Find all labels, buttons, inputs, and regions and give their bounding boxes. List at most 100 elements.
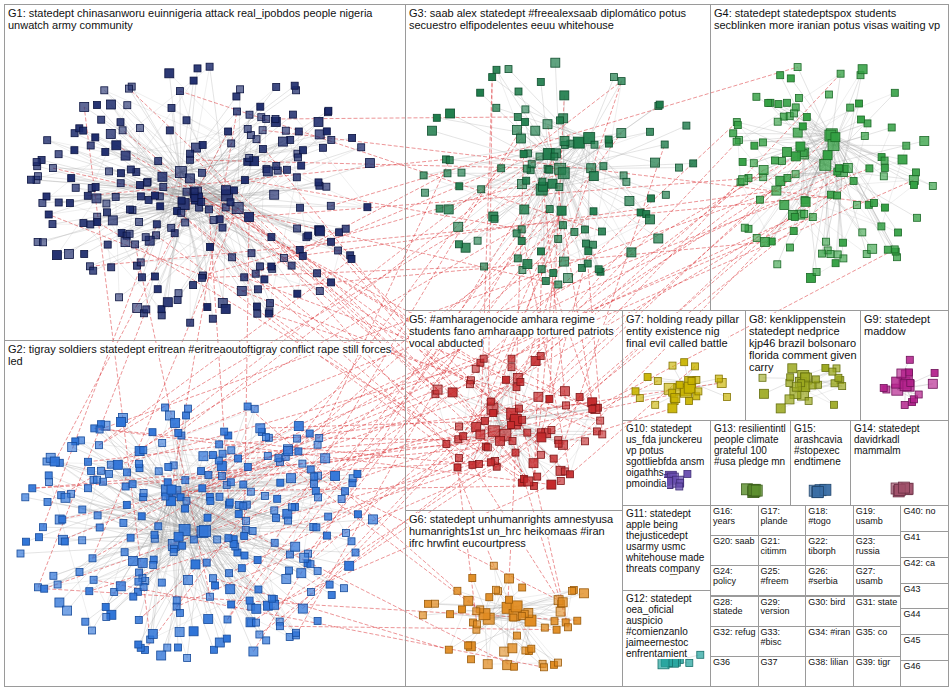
network-edge	[111, 195, 227, 267]
vertex-icon	[52, 251, 61, 260]
network-edge	[62, 520, 174, 545]
vertex-icon	[199, 142, 206, 149]
vertex-icon	[85, 485, 92, 492]
vertex-icon	[184, 655, 191, 662]
vertex-icon	[280, 254, 287, 261]
vertex-icon	[136, 569, 143, 576]
vertex-icon	[170, 549, 177, 556]
network-edge	[180, 91, 181, 172]
vertex-icon	[235, 455, 242, 462]
network-edge	[146, 199, 197, 310]
vertex-icon	[320, 144, 327, 151]
vertex-icon	[49, 165, 56, 172]
vertex-icon	[305, 232, 312, 239]
vertex-icon	[80, 220, 87, 227]
network-edge	[167, 490, 259, 634]
network-edge	[47, 140, 367, 207]
vertex-icon	[124, 102, 131, 109]
cross-group-edge	[228, 229, 522, 619]
cross-group-edge	[331, 67, 798, 206]
network-edge	[47, 140, 140, 185]
vertex-icon	[50, 572, 57, 579]
vertex-icon	[325, 513, 332, 520]
vertex-icon	[198, 198, 205, 205]
network-edge	[62, 476, 318, 520]
vertex-icon	[294, 225, 301, 232]
vertex-icon	[273, 84, 280, 91]
vertex-icon	[72, 184, 79, 191]
vertex-icon	[98, 116, 105, 123]
vertex-icon	[45, 472, 52, 479]
vertex-icon	[255, 586, 262, 593]
vertex-icon	[137, 259, 144, 266]
vertex-icon	[119, 127, 126, 134]
network-edge	[542, 126, 687, 190]
vertex-icon	[55, 598, 64, 607]
vertex-icon	[59, 516, 66, 523]
network-edge	[492, 77, 579, 143]
network-edge	[227, 195, 270, 303]
vertex-icon	[176, 609, 183, 616]
vertex-icon	[300, 553, 309, 562]
vertex-icon	[204, 514, 211, 521]
vertex-icon	[118, 170, 125, 177]
vertex-icon	[43, 193, 50, 200]
vertex-icon	[82, 618, 89, 625]
network-edge	[806, 379, 834, 405]
cross-group-edge	[55, 132, 228, 462]
vertex-icon	[205, 471, 212, 478]
vertex-icon	[242, 177, 249, 184]
vertex-icon	[244, 464, 251, 471]
network-edge	[564, 173, 602, 231]
vertex-icon	[183, 497, 190, 504]
network-edge	[174, 428, 260, 545]
network-edge	[227, 195, 297, 293]
vertex-icon	[243, 517, 250, 524]
network-edge	[822, 196, 837, 254]
vertex-icon	[288, 504, 295, 511]
vertex-icon	[223, 635, 230, 642]
network-edge	[517, 140, 609, 234]
vertex-icon	[210, 452, 217, 459]
cross-group-edge	[145, 139, 521, 651]
vertex-icon	[254, 286, 261, 293]
vertex-icon	[96, 524, 103, 531]
vertex-icon	[59, 535, 68, 544]
network-edge	[184, 147, 362, 204]
network-edge	[238, 119, 267, 208]
vertex-icon	[155, 158, 162, 165]
vertex-icon	[354, 471, 361, 478]
vertex-icon	[137, 182, 144, 189]
vertex-icon	[45, 211, 52, 218]
vertex-icon	[112, 141, 121, 150]
vertex-icon	[84, 458, 91, 465]
network-edge	[205, 467, 248, 531]
vertex-icon	[171, 419, 180, 428]
cross-group-edge	[292, 230, 585, 508]
vertex-layer	[17, 58, 938, 671]
network-edge	[541, 82, 549, 154]
vertex-icon	[79, 537, 86, 544]
vertex-icon	[210, 575, 217, 582]
vertex-icon	[137, 193, 144, 200]
vertex-icon	[155, 523, 162, 530]
vertex-icon	[210, 217, 217, 224]
network-edge	[143, 436, 228, 451]
vertex-icon	[240, 481, 247, 488]
vertex-icon	[155, 468, 162, 475]
vertex-icon	[273, 515, 280, 522]
vertex-icon	[294, 290, 301, 297]
vertex-icon	[175, 628, 184, 637]
vertex-icon	[45, 479, 52, 486]
vertex-icon	[226, 570, 233, 577]
vertex-icon	[44, 498, 51, 505]
vertex-icon	[219, 224, 226, 231]
vertex-icon	[313, 524, 320, 531]
network-edge	[843, 128, 892, 243]
vertex-icon	[216, 441, 223, 448]
vertex-icon	[291, 82, 298, 89]
vertex-icon	[287, 551, 294, 558]
network-edge	[167, 490, 275, 542]
vertex-icon	[183, 188, 190, 195]
network-edge	[55, 462, 280, 622]
